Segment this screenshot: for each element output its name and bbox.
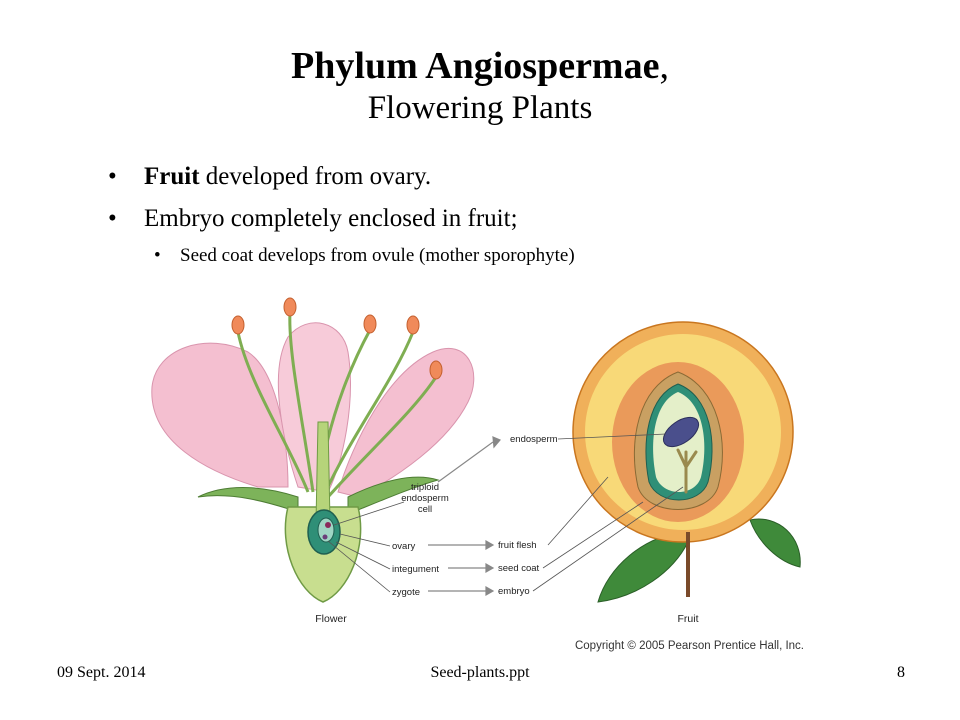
label-endosperm-word: endosperm [401, 493, 449, 504]
petal-right [337, 347, 475, 498]
endosperm-cell-dot [325, 522, 331, 528]
fruit-leaf-left [597, 531, 689, 603]
bullet-fruit-bold: Fruit [144, 163, 200, 190]
bullet-seed-coat: Seed coat develops from ovule (mother sp… [154, 240, 575, 272]
label-zygote: zygote [392, 587, 420, 598]
label-triploid: triploid [411, 482, 439, 493]
bullet-fruit: Fruit developed from ovary. [108, 156, 575, 198]
caption-flower: Flower [315, 613, 347, 625]
copyright-text: Copyright © 2005 Pearson Prentice Hall, … [575, 640, 804, 652]
flower-fruit-diagram: triploid endosperm cell ovary integument… [151, 297, 804, 652]
slide-title: Phylum Angiospermae, Flowering Plants [0, 44, 960, 128]
label-integument: integument [392, 564, 439, 575]
footer-date: 09 Sept. 2014 [57, 664, 146, 681]
footer-page-number: 8 [897, 664, 905, 681]
petal-center [277, 322, 351, 493]
bullet-fruit-text: developed from ovary. [199, 163, 432, 190]
correspondence-arrows [428, 436, 501, 597]
label-fruit-flesh: fruit flesh [498, 540, 537, 551]
zygote-dot [322, 534, 328, 540]
petal-left [151, 342, 289, 488]
stamens [236, 311, 438, 498]
label-embryo: embryo [498, 586, 530, 597]
fruit-leaf-right [749, 518, 801, 568]
footer-filename: Seed-plants.ppt [430, 664, 530, 681]
flower-illustration [151, 297, 475, 603]
embryo-shape [676, 448, 698, 494]
label-cell: cell [418, 504, 432, 515]
endosperm-blob [662, 416, 700, 448]
title-line-1: Phylum Angiospermae, [0, 44, 960, 89]
flower-leader-lines [327, 501, 405, 593]
bullet-list: Fruit developed from ovary. Embryo compl… [108, 156, 575, 272]
fruit-labels: endosperm fruit flesh seed coat embryo [498, 433, 684, 597]
caption-fruit: Fruit [678, 613, 699, 625]
anthers [231, 297, 443, 380]
title-main: Phylum Angiospermae [291, 45, 660, 87]
flower-labels: triploid endosperm cell ovary integument… [327, 482, 449, 598]
label-ovary: ovary [392, 541, 415, 552]
sepal-right [347, 476, 440, 515]
sepal-left [197, 487, 299, 513]
fruit-illustration [572, 321, 801, 603]
label-endosperm: endosperm [510, 434, 558, 445]
fruit-leader-lines [532, 433, 684, 592]
title-subtitle: Flowering Plants [367, 89, 593, 126]
style [315, 421, 331, 523]
bullet-embryo: Embryo completely enclosed in fruit; [108, 198, 575, 240]
title-comma: , [659, 45, 669, 87]
label-seed-coat: seed coat [498, 563, 540, 574]
